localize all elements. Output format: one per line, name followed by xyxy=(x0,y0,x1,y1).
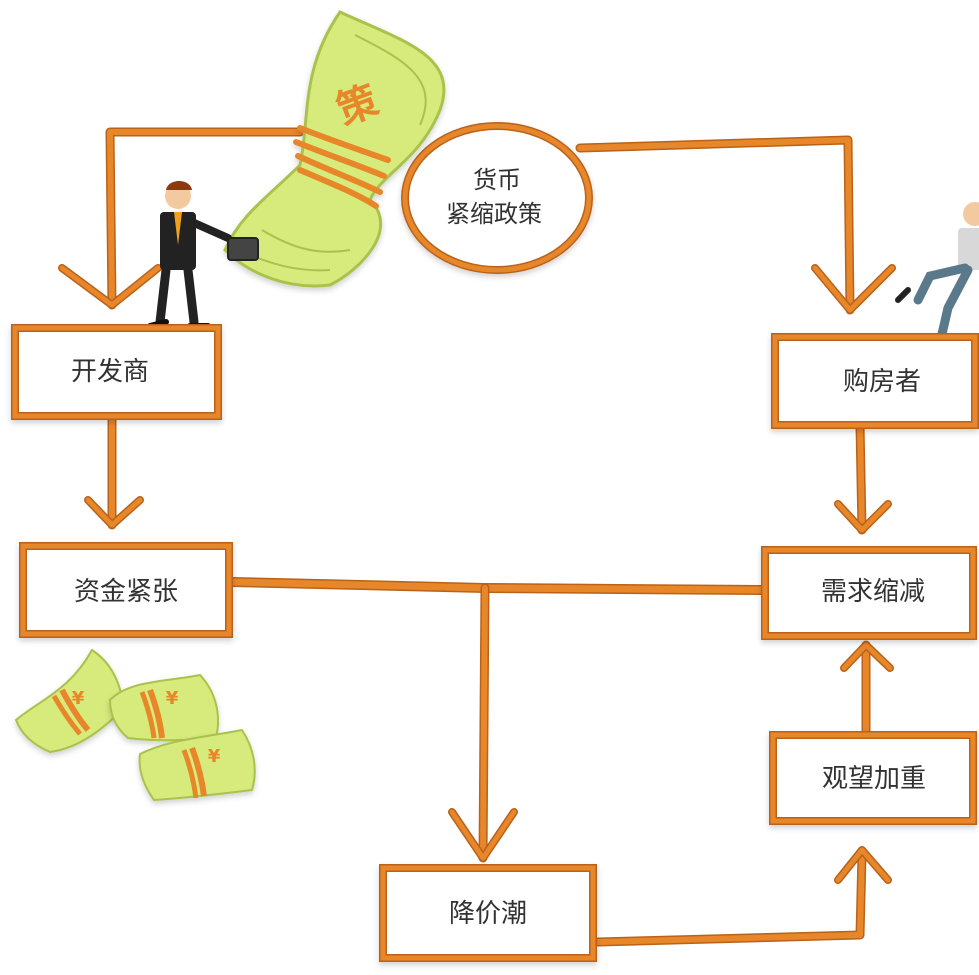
node-capital-label: 资金紧张 xyxy=(74,577,178,607)
money-mark-3: ¥ xyxy=(208,746,221,767)
policy-label-line1: 货币 xyxy=(473,166,521,194)
connector-policy-to-buyer xyxy=(575,135,855,315)
connectors xyxy=(58,127,896,947)
node-developer: 开发商 xyxy=(11,324,222,420)
money-mark-1: ¥ xyxy=(72,688,85,709)
node-wait-label: 观望加重 xyxy=(822,764,926,794)
policy-node: 货币 紧缩政策 xyxy=(401,122,593,274)
node-developer-label: 开发商 xyxy=(71,357,149,387)
node-buyer-label: 购房者 xyxy=(843,367,921,397)
node-wait: 观望加重 xyxy=(769,731,977,825)
money-bundle-small-1-icon: ¥ xyxy=(14,648,126,754)
node-demand-label: 需求缩减 xyxy=(821,577,925,607)
money-bundle-small-3-icon: ¥ xyxy=(138,728,256,802)
running-person-icon xyxy=(895,202,979,341)
node-price-cut-label: 降价潮 xyxy=(449,899,527,929)
policy-label-line2: 紧缩政策 xyxy=(446,200,542,228)
node-demand: 需求缩减 xyxy=(761,546,977,640)
money-bundle-small-2-icon: ¥ xyxy=(108,673,220,742)
money-bundle-icon: 策 xyxy=(223,10,446,288)
node-capital: 资金紧张 xyxy=(19,542,233,638)
businessman-icon xyxy=(147,181,259,329)
connector-price-cut-to-wait xyxy=(593,850,867,947)
node-price-cut: 降价潮 xyxy=(379,864,597,962)
node-buyer: 购房者 xyxy=(771,333,979,429)
money-mark-2: ¥ xyxy=(166,688,179,709)
